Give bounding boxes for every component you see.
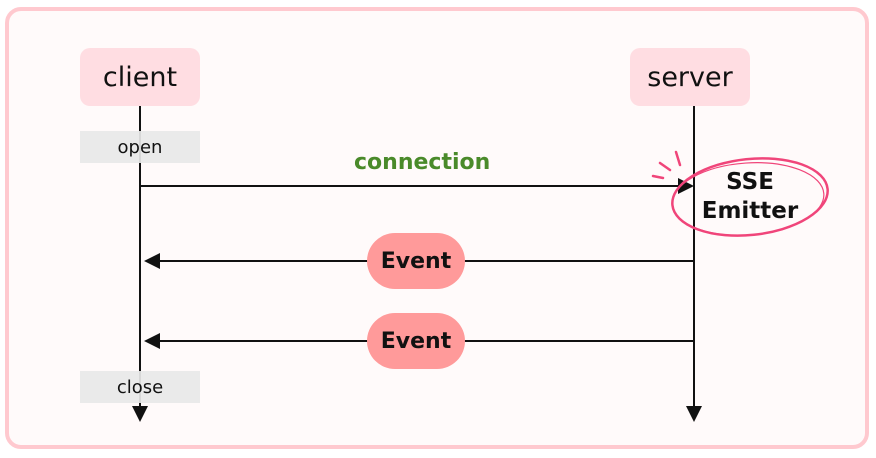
emitter-label: SSE Emitter bbox=[690, 168, 810, 226]
client-label: client bbox=[102, 61, 178, 93]
client-actor: client bbox=[80, 48, 200, 106]
event-pill-2: Event bbox=[367, 313, 465, 369]
spark-icon bbox=[651, 150, 682, 180]
event-pill-1: Event bbox=[367, 233, 465, 289]
connection-label: connection bbox=[354, 150, 491, 175]
emitter-line1: SSE bbox=[726, 169, 774, 195]
open-step: open bbox=[80, 131, 200, 163]
emitter-line2: Emitter bbox=[701, 198, 799, 224]
server-actor: server bbox=[630, 48, 750, 106]
close-step: close bbox=[80, 371, 200, 403]
server-label: server bbox=[647, 61, 733, 93]
